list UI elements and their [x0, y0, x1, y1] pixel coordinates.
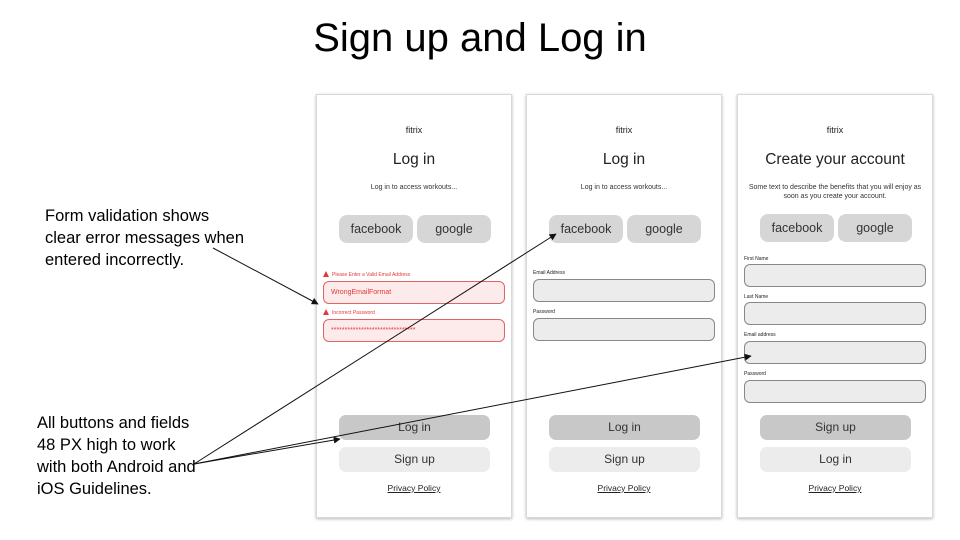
brand-name: fitrix — [405, 125, 423, 135]
email-field[interactable] — [744, 341, 926, 364]
screen-subtitle: Log in to access workouts... — [370, 184, 458, 191]
facebook-button[interactable]: facebook — [760, 214, 834, 242]
last-name-field[interactable] — [744, 302, 926, 325]
brand-name: fitrix — [826, 125, 844, 135]
login-button[interactable]: Log in — [760, 447, 911, 472]
screen-subtitle: Log in to access workouts... — [580, 184, 668, 191]
password-field[interactable] — [744, 380, 926, 403]
signup-button[interactable]: Sign up — [549, 447, 700, 472]
privacy-policy-link[interactable]: Privacy Policy — [387, 483, 441, 493]
last-name-label: Last Name — [744, 294, 769, 300]
facebook-button[interactable]: facebook — [339, 215, 413, 243]
button-size-note: All buttons and fields 48 PX high to wor… — [37, 414, 196, 498]
signup-screen: fitrix Create your account Some text to … — [737, 94, 933, 518]
login-button[interactable]: Log in — [339, 415, 490, 440]
signup-button[interactable]: Sign up — [760, 415, 911, 440]
screen-subtitle: Some text to describe the benefits that … — [748, 184, 922, 200]
password-label: Password — [744, 371, 766, 377]
screen-heading: Log in — [602, 151, 646, 168]
login-button[interactable]: Log in — [549, 415, 700, 440]
password-label: Password — [533, 309, 555, 315]
warning-icon — [323, 309, 329, 315]
google-button[interactable]: google — [417, 215, 491, 243]
facebook-button[interactable]: facebook — [549, 215, 623, 243]
validation-note: Form validation shows clear error messag… — [45, 207, 244, 269]
email-label: Email address — [744, 332, 776, 338]
email-field[interactable] — [533, 279, 715, 302]
warning-icon — [323, 271, 329, 277]
screen-heading: Create your account — [765, 151, 905, 168]
slide-title: Sign up and Log in — [313, 16, 647, 60]
password-error-message: Incorrect Password — [323, 309, 375, 316]
brand-name: fitrix — [615, 125, 633, 135]
login-error-screen: fitrix Log in Log in to access workouts.… — [316, 94, 512, 518]
email-error-message: Please Enter a Valid Email Address — [323, 271, 410, 278]
signup-button[interactable]: Sign up — [339, 447, 490, 472]
privacy-policy-link[interactable]: Privacy Policy — [808, 483, 862, 493]
email-label: Email Address — [533, 270, 565, 276]
first-name-label: First Name — [744, 256, 769, 262]
password-field[interactable] — [533, 318, 715, 341]
screen-heading: Log in — [392, 151, 436, 168]
google-button[interactable]: google — [627, 215, 701, 243]
privacy-policy-link[interactable]: Privacy Policy — [597, 483, 651, 493]
login-screen: fitrix Log in Log in to access workouts.… — [526, 94, 722, 518]
email-field[interactable]: WrongEmailFormat — [323, 281, 505, 304]
google-button[interactable]: google — [838, 214, 912, 242]
password-field[interactable]: ******************************* — [323, 319, 505, 342]
first-name-field[interactable] — [744, 264, 926, 287]
